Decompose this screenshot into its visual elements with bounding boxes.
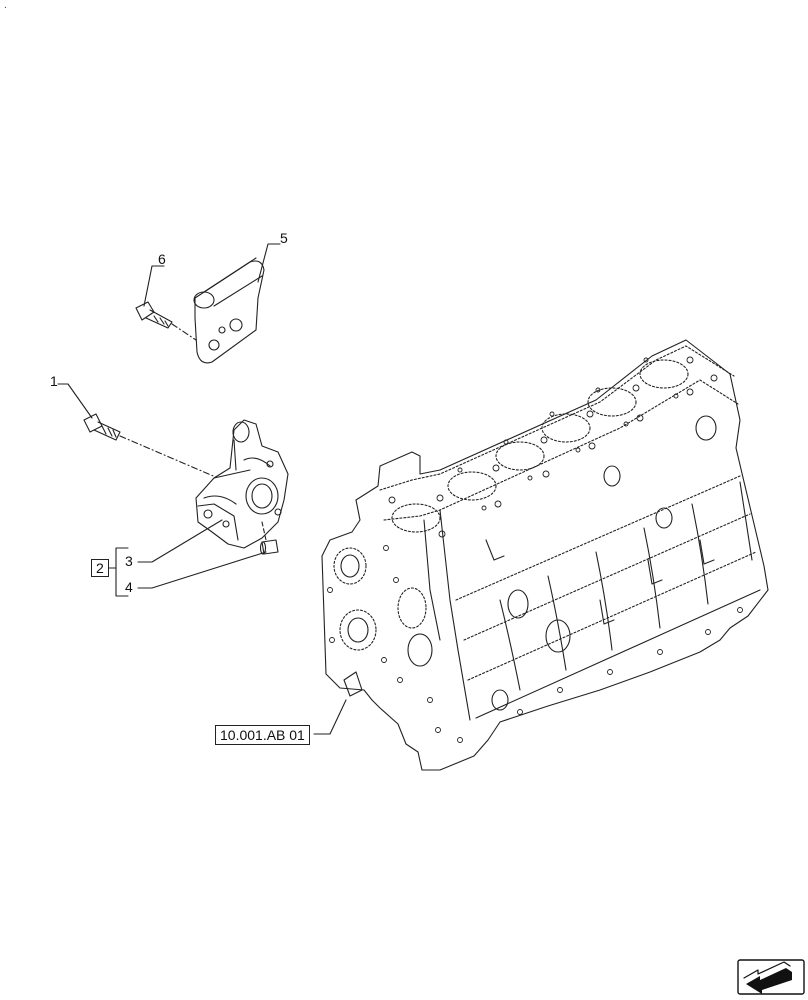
next-page-arrow-icon[interactable] (737, 959, 805, 995)
corner-mark: . (4, 0, 7, 11)
bolt-part-1 (83, 413, 121, 441)
callout-2-box: 2 (91, 559, 109, 577)
callout-3: 3 (125, 553, 133, 569)
pin-part-4 (259, 539, 279, 555)
pump-housing-part-3 (195, 419, 289, 549)
engine-block (321, 339, 769, 771)
callout-5: 5 (280, 230, 288, 246)
callout-1: 1 (50, 373, 58, 389)
bracket-part-5 (193, 257, 265, 364)
callout-4: 4 (125, 579, 133, 595)
callout-6: 6 (158, 251, 166, 267)
bolt-part-6 (135, 301, 173, 329)
reference-label[interactable]: 10.001.AB 01 (215, 725, 310, 745)
